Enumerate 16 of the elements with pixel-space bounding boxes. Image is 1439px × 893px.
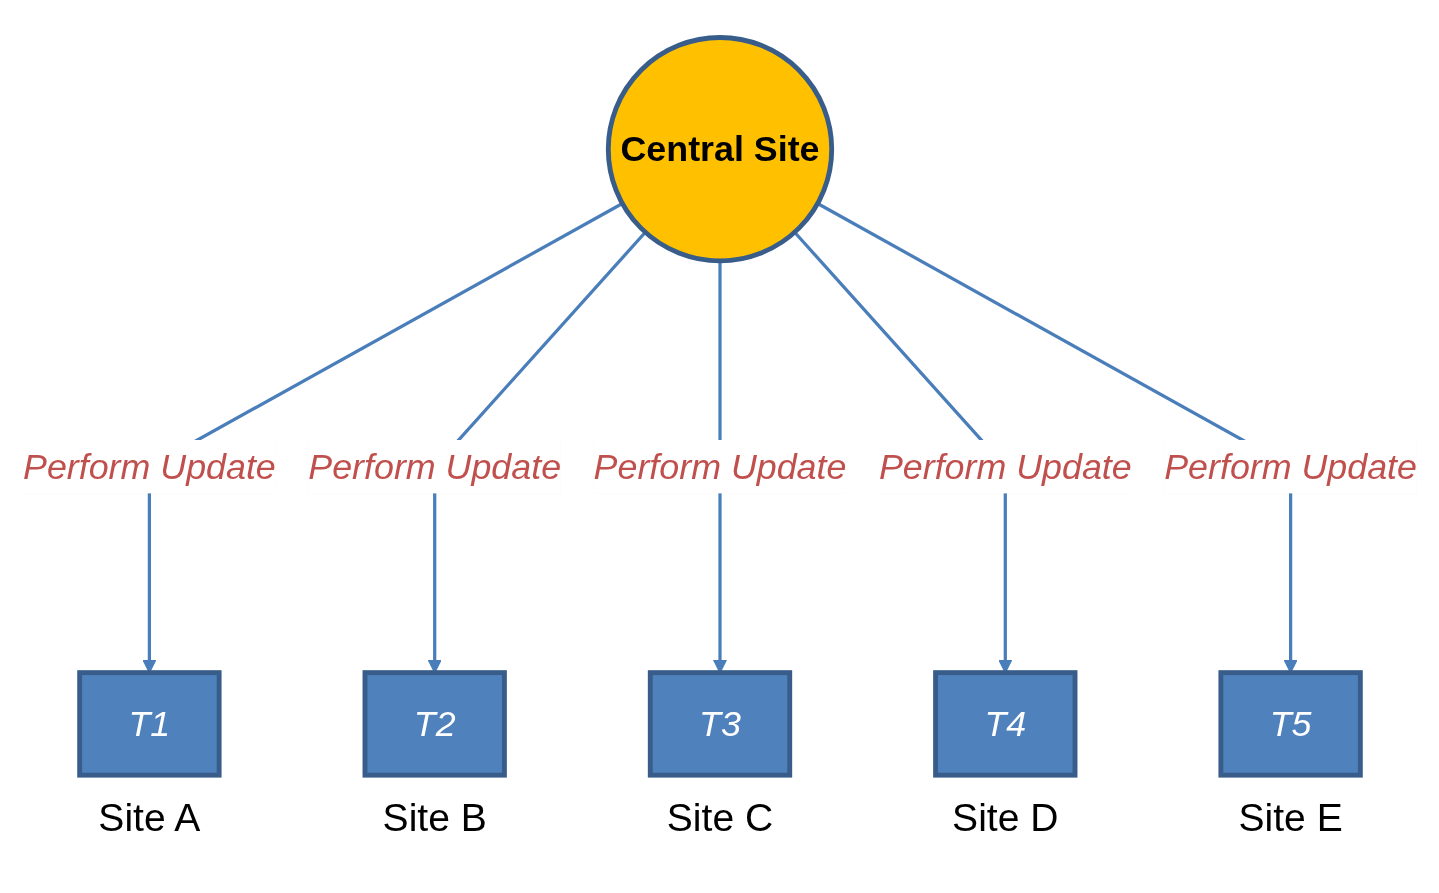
edge-label: Perform Update	[878, 445, 1132, 487]
node-circle: Central Site	[605, 34, 834, 263]
node-box: T2	[362, 669, 507, 778]
node-box: T3	[647, 669, 792, 778]
site-name: Site A	[97, 795, 200, 838]
edge-label: Perform Update	[22, 445, 276, 487]
edge-label: Perform Update	[1163, 445, 1417, 487]
site-name: Site D	[951, 795, 1058, 838]
site-name: Site E	[1238, 795, 1343, 838]
edge-label: Perform Update	[593, 445, 846, 487]
edge-label: Perform Update	[307, 445, 561, 487]
node-box: T4	[932, 669, 1077, 778]
site-name: Site C	[666, 795, 773, 838]
node-box: T5	[1217, 669, 1363, 778]
node-box: T1	[76, 669, 222, 778]
site-name: Site B	[382, 795, 487, 838]
